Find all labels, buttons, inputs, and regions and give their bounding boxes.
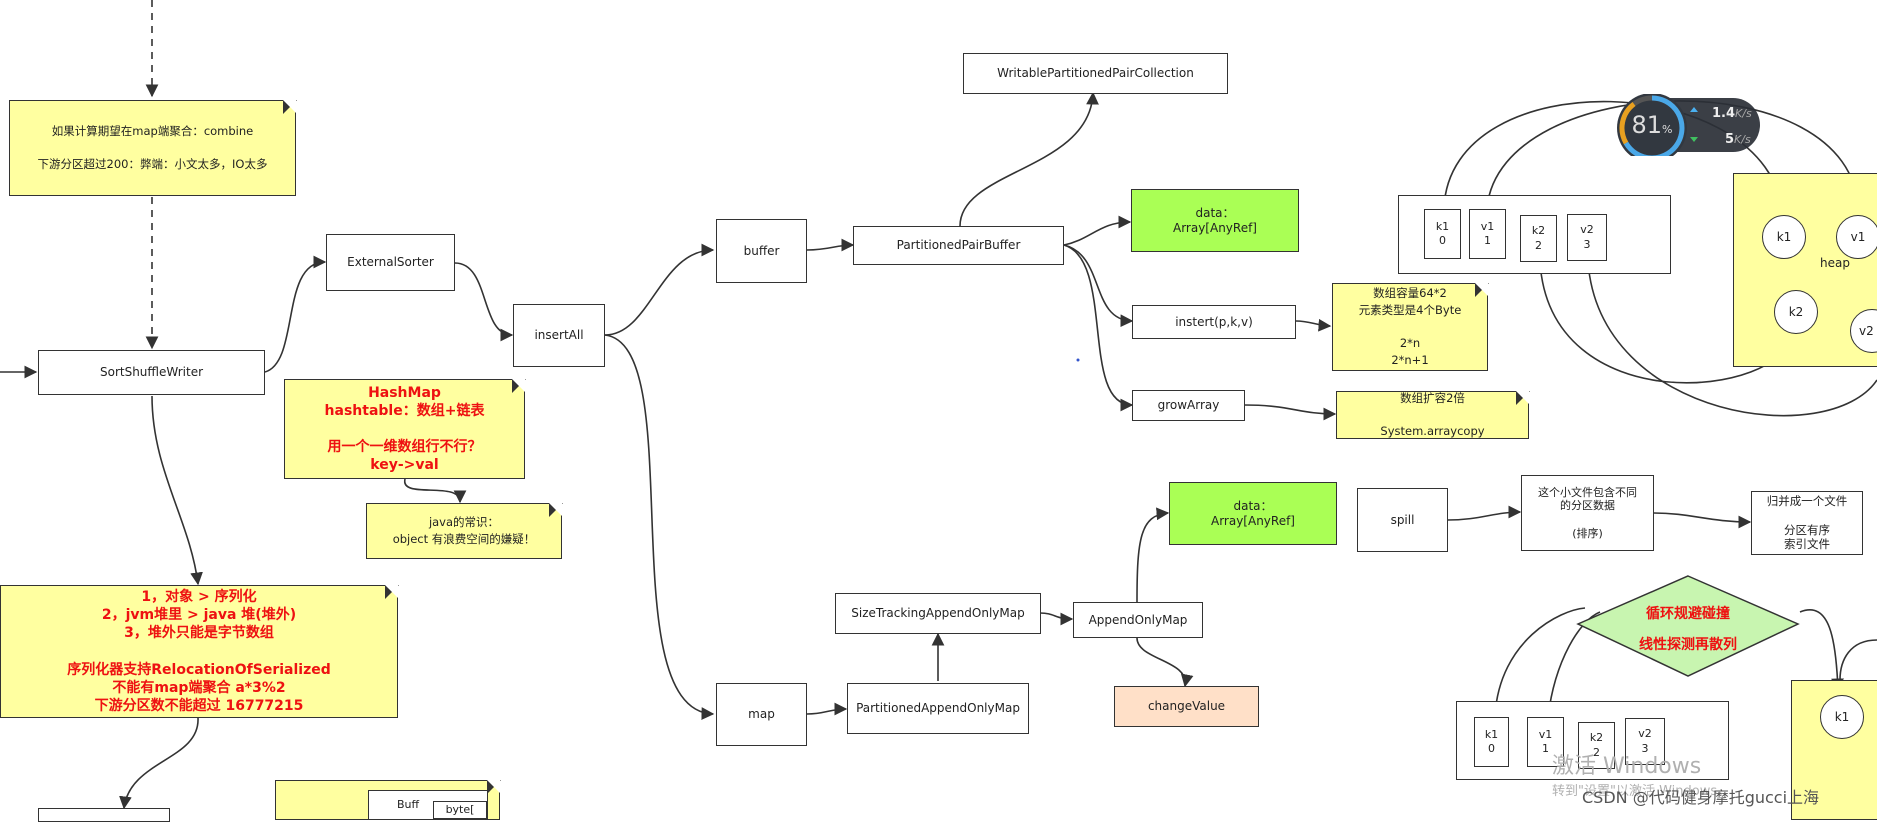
- append-only-map-box: AppendOnlyMap: [1073, 602, 1203, 638]
- insert-all-box: insertAll: [513, 304, 605, 367]
- grow-array-box: growArray: [1132, 390, 1245, 421]
- java-common-note: java的常识： object 有浪费空间的嫌疑！: [366, 502, 563, 559]
- size-tracking-map-box: SizeTrackingAppendOnlyMap: [835, 593, 1041, 634]
- serialize-note: 1，对象 > 序列化 2，jvm堆里 > java 堆(堆外) 3，堆外只能是字…: [0, 584, 399, 718]
- capacity-note: 数组容量64*2 元素类型是4个Byte 2*n 2*n+1: [1332, 282, 1489, 371]
- spill-description-box: 这个小文件包含不同 的分区数据 (排序): [1521, 475, 1654, 551]
- sort-shuffle-writer-box: SortShuffleWriter: [38, 350, 265, 395]
- diamond-label: 循环规避碰撞 线性探测再散列: [1598, 596, 1778, 664]
- map-box: map: [716, 683, 807, 746]
- grow-double-note: 数组扩容2倍 System.arraycopy: [1336, 390, 1530, 439]
- heap-container-1: [1733, 173, 1877, 367]
- array2-cell-v1: v1 1: [1527, 717, 1564, 767]
- gauge-download-value: 5: [1725, 132, 1735, 147]
- combine-note: 如果计算期望在map端聚合：combine 下游分区超过200：弊端：小文太多，…: [9, 99, 297, 196]
- gauge-background: [1617, 94, 1760, 156]
- heap1-circle-k1: k1: [1762, 215, 1806, 259]
- gauge-upload-unit: K/s: [1735, 107, 1752, 120]
- array1-cell-k1: k1 0: [1424, 209, 1461, 259]
- bottom-partial-box: [38, 808, 170, 822]
- external-sorter-box: ExternalSorter: [326, 234, 455, 291]
- gauge-upload-value: 1.4: [1712, 106, 1736, 121]
- gauge-percent: 81%: [1628, 111, 1676, 139]
- heap1-circle-v1: v1: [1836, 215, 1877, 259]
- hashmap-note: HashMap hashtable：数组+链表 用一个一维数组行不行？ key-…: [284, 378, 526, 479]
- array2-cell-k2: k2 2: [1578, 722, 1615, 769]
- network-gauge-widget[interactable]: 81% 1.4K/s 5K/s: [1612, 94, 1762, 156]
- windows-activation-subtext: 转到"设置"以激活 Windows。: [1552, 784, 1731, 799]
- gauge-download-unit: K/s: [1734, 133, 1751, 146]
- hashmap-note-text: HashMap hashtable：数组+链表 用一个一维数组行不行？ key-…: [324, 384, 485, 474]
- heap1-circle-k2: k2: [1774, 290, 1818, 334]
- array2-cell-k1: k1 0: [1474, 717, 1509, 767]
- insert-pkv-box: instert(p,k,v): [1132, 305, 1296, 339]
- heap2-circle-k1: k1: [1820, 695, 1864, 739]
- gauge-upload: 1.4K/s: [1712, 106, 1752, 121]
- gauge-download: 5K/s: [1725, 132, 1751, 147]
- gauge-percent-unit: %: [1662, 123, 1673, 136]
- byte-partial-box: byte[: [433, 801, 487, 819]
- array1-cell-k2: k2 2: [1520, 215, 1557, 262]
- diamond-line-2: 线性探测再散列: [1639, 637, 1737, 653]
- writable-collection-box: WritablePartitionedPairCollection: [963, 53, 1228, 94]
- partitioned-append-only-map-box: PartitionedAppendOnlyMap: [847, 683, 1029, 734]
- diamond-line-1: 循环规避碰撞: [1646, 606, 1730, 622]
- data-array-box-2: data： Array[AnyRef]: [1169, 482, 1337, 545]
- array1-cell-v2: v2 3: [1567, 214, 1607, 261]
- gauge-percent-value: 81: [1631, 111, 1663, 139]
- array2-cell-v2: v2 3: [1625, 718, 1665, 765]
- merge-file-box: 归并成一个文件 分区有序 索引文件: [1751, 491, 1863, 555]
- csdn-watermark: CSDN @代码健身摩托gucci上海: [1582, 788, 1820, 807]
- partitioned-pair-buffer-box: PartitionedPairBuffer: [853, 226, 1064, 265]
- hash-collision-diamond: [1576, 575, 1800, 677]
- spill-box: spill: [1357, 488, 1448, 552]
- array1-cell-v1: v1 1: [1469, 209, 1506, 259]
- windows-activation-watermark: 激活 Windows: [1552, 754, 1702, 779]
- data-array-box-1: data： Array[AnyRef]: [1131, 189, 1299, 252]
- buffer-box: buffer: [716, 219, 807, 283]
- change-value-box: changeValue: [1114, 686, 1259, 727]
- serialize-note-text: 1，对象 > 序列化 2，jvm堆里 > java 堆(堆外) 3，堆外只能是字…: [67, 588, 331, 714]
- heap1-label: heap: [1820, 256, 1850, 270]
